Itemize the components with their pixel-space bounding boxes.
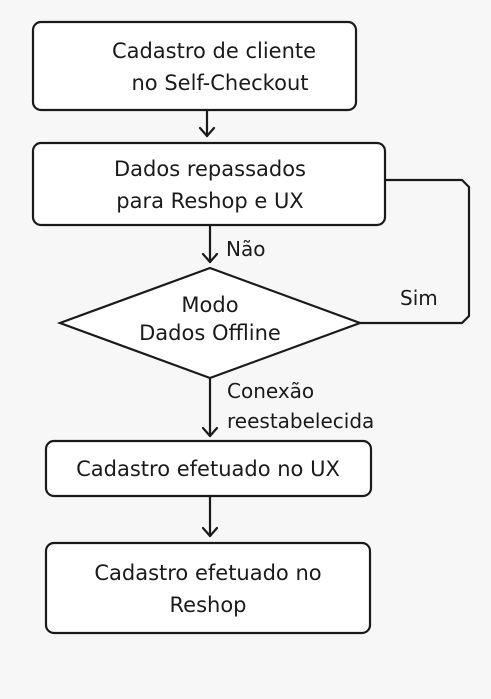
node-cadastro-reshop: Cadastro efetuado no Reshop (44, 541, 372, 635)
node-cadastro-cliente-line2: no Self-Checkout (132, 71, 309, 95)
edge-label-sim: Sim (400, 286, 438, 310)
arrow-decision-loop-sim (358, 178, 471, 325)
node-cadastro-reshop-line1: Cadastro efetuado no (94, 561, 321, 585)
node-cadastro-cliente: Cadastro de cliente no Self-Checkout (31, 20, 358, 112)
edge-label-nao: Não (226, 237, 265, 261)
edge-label-conexao: Conexão (227, 379, 314, 403)
node-cadastro-reshop-line2: Reshop (170, 593, 247, 617)
arrow-step3-to-step4 (201, 494, 219, 538)
edge-label-reestabelecida: reestabelecida (227, 409, 374, 433)
node-dados-repassados: Dados repassados para Reshop e UX (31, 141, 387, 227)
arrow-step1-to-step2 (198, 108, 216, 138)
node-cadastro-ux: Cadastro efetuado no UX (44, 439, 373, 498)
node-cadastro-reshop-box (44, 541, 372, 635)
node-cadastro-ux-line1: Cadastro efetuado no UX (76, 457, 340, 481)
node-cadastro-cliente-line1: Cadastro de cliente (112, 39, 316, 63)
node-modo-dados-offline-line2: Dados Offline (139, 321, 281, 345)
arrow-step2-to-decision (201, 223, 219, 264)
node-dados-repassados-line2: para Reshop e UX (116, 189, 303, 213)
node-dados-repassados-line1: Dados repassados (114, 157, 306, 181)
node-modo-dados-offline: Modo Dados Offline (56, 266, 364, 380)
node-modo-dados-offline-line1: Modo (181, 293, 238, 317)
arrow-decision-to-step3 (201, 376, 219, 438)
node-cadastro-ux-box (44, 439, 373, 498)
node-cadastro-cliente-box (31, 20, 358, 112)
